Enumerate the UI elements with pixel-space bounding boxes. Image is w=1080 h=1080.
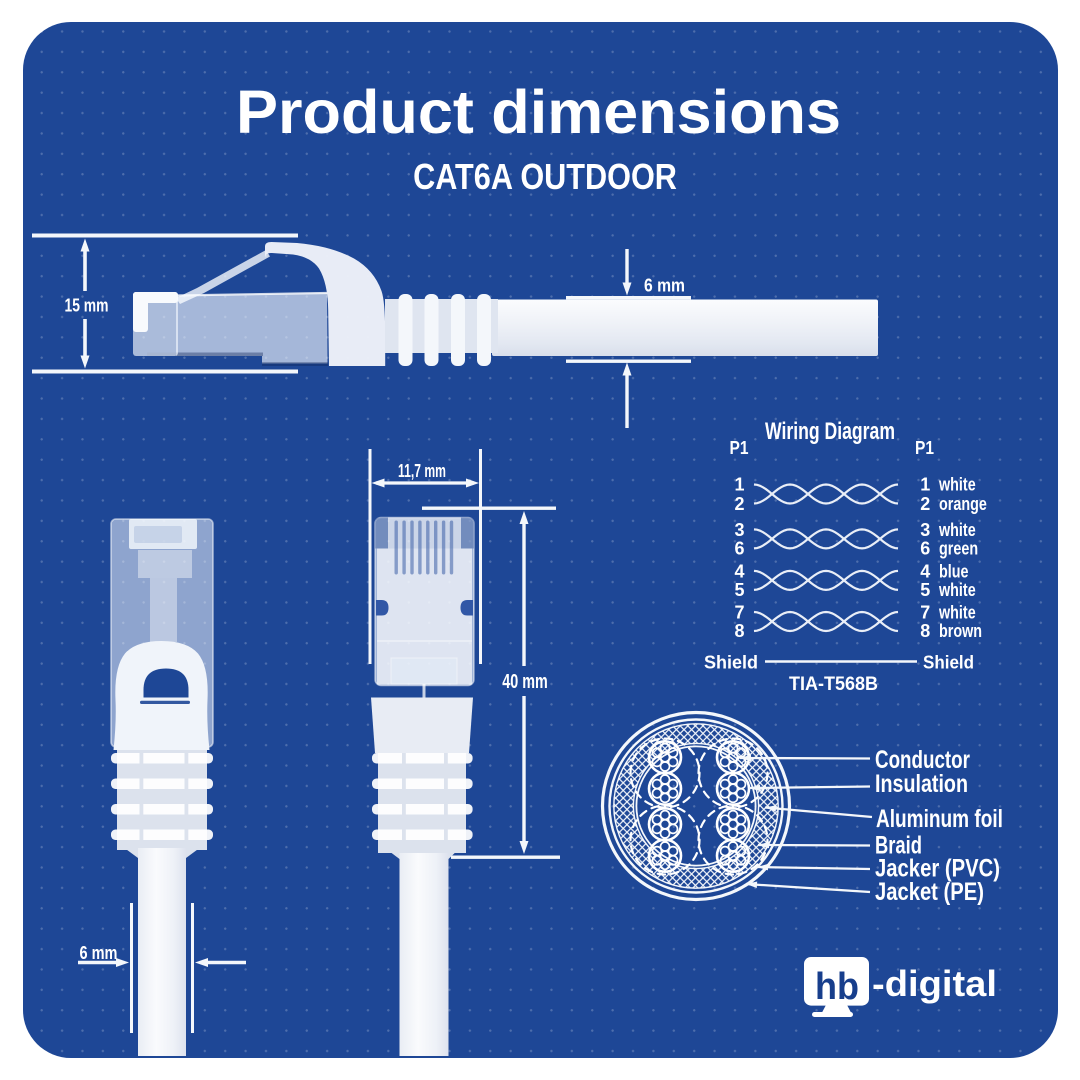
svg-text:6 mm: 6 mm: [80, 942, 118, 963]
svg-text:15 mm: 15 mm: [65, 296, 109, 316]
svg-text:CAT6A OUTDOOR: CAT6A OUTDOOR: [413, 157, 677, 198]
svg-text:3: 3: [920, 520, 930, 540]
svg-text:white: white: [938, 603, 976, 623]
svg-text:orange: orange: [939, 494, 987, 514]
svg-text:3: 3: [734, 520, 744, 540]
svg-text:hb: hb: [815, 964, 859, 1007]
svg-text:white: white: [938, 520, 976, 540]
svg-text:4: 4: [920, 561, 931, 581]
svg-text:brown: brown: [939, 621, 982, 641]
svg-text:blue: blue: [939, 562, 969, 582]
svg-text:8: 8: [734, 621, 744, 641]
svg-text:Jacker (PVC): Jacker (PVC): [875, 853, 1000, 882]
svg-text:40 mm: 40 mm: [502, 670, 547, 693]
svg-text:7: 7: [920, 602, 930, 622]
svg-text:Jacket (PE): Jacket (PE): [875, 877, 984, 906]
svg-text:11,7 mm: 11,7 mm: [398, 462, 446, 482]
svg-text:P1: P1: [915, 438, 934, 459]
svg-text:Wiring Diagram: Wiring Diagram: [765, 417, 895, 445]
svg-text:6: 6: [734, 538, 744, 558]
svg-text:Insulation: Insulation: [875, 770, 968, 798]
svg-text:1: 1: [920, 475, 930, 495]
svg-text:-digital: -digital: [872, 963, 997, 1004]
svg-text:7: 7: [734, 602, 744, 622]
svg-text:green: green: [939, 539, 978, 559]
svg-text:TIA-T568B: TIA-T568B: [789, 673, 878, 695]
svg-text:Aluminum foil: Aluminum foil: [876, 805, 1003, 833]
svg-text:6: 6: [920, 538, 930, 558]
svg-text:Braid: Braid: [875, 831, 922, 859]
svg-text:Product dimensions: Product dimensions: [236, 79, 841, 147]
svg-text:6 mm: 6 mm: [644, 275, 685, 295]
svg-text:5: 5: [734, 580, 744, 600]
svg-text:Shield: Shield: [923, 652, 974, 673]
svg-text:P1: P1: [730, 438, 749, 459]
svg-text:8: 8: [920, 621, 930, 641]
svg-text:white: white: [938, 475, 976, 495]
svg-text:4: 4: [734, 561, 745, 581]
svg-text:2: 2: [920, 494, 930, 514]
svg-text:5: 5: [920, 580, 930, 600]
svg-text:1: 1: [734, 475, 744, 495]
svg-text:2: 2: [734, 494, 744, 514]
svg-text:Shield: Shield: [704, 652, 758, 672]
svg-text:white: white: [938, 580, 976, 600]
svg-text:Conductor: Conductor: [875, 745, 970, 773]
